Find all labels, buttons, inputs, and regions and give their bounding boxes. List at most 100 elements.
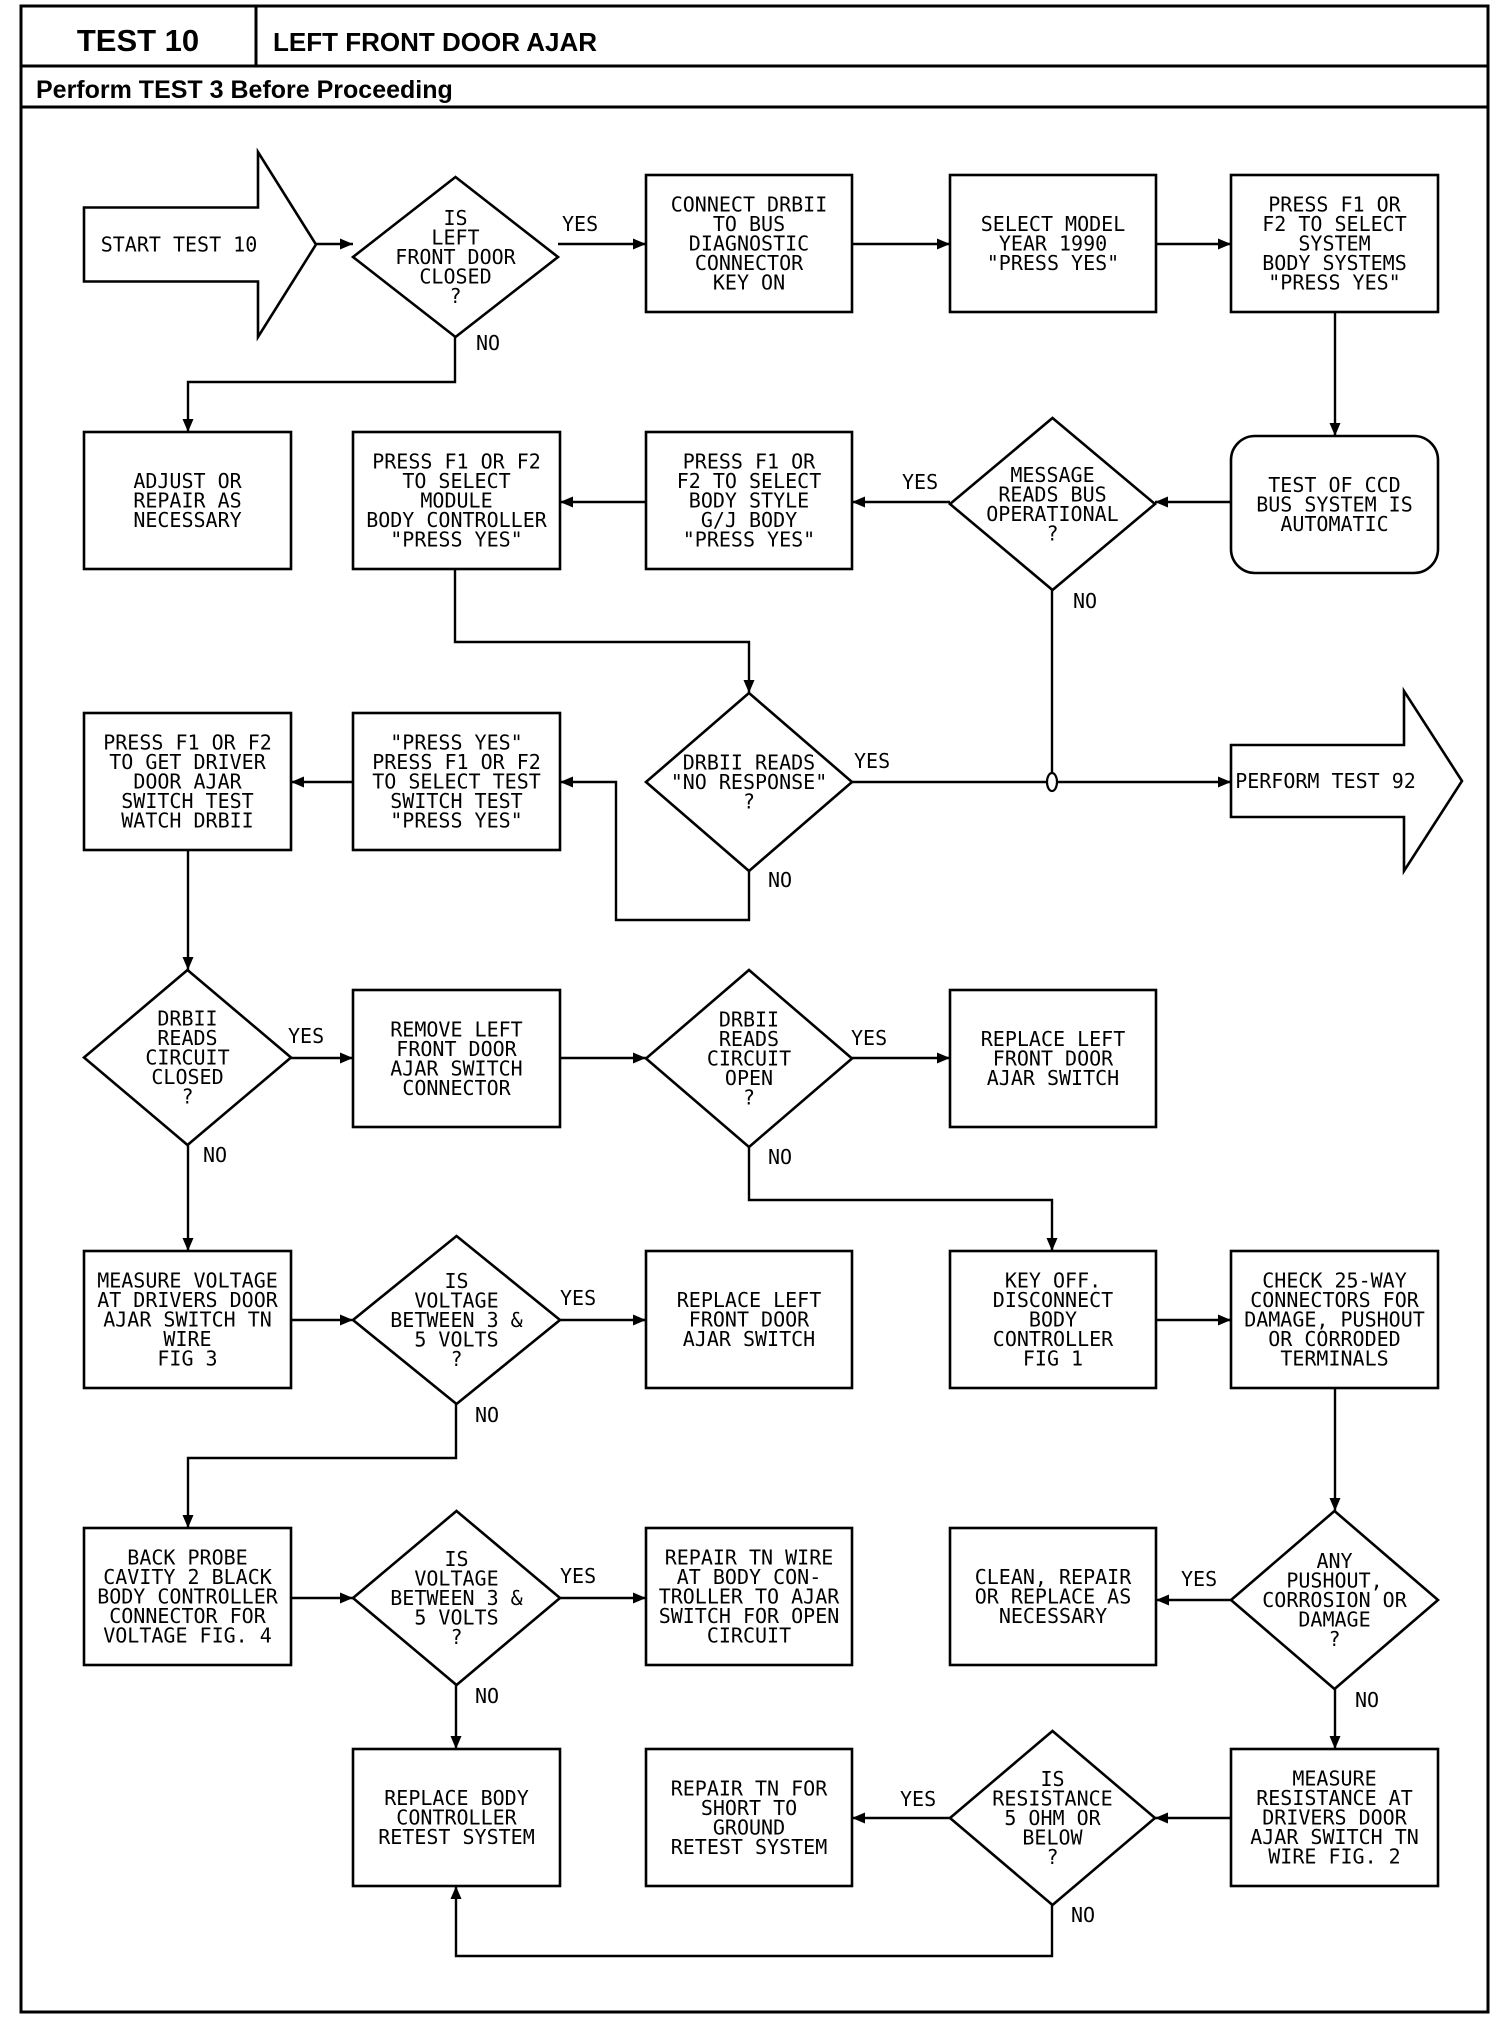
node-text: IS (444, 1269, 468, 1293)
decision-diamond (81, 968, 294, 1147)
node-text: "PRESS YES" (987, 251, 1119, 275)
node-text: "PRESS YES" (390, 731, 522, 755)
node-text: VOLTAGE FIG. 4 (103, 1624, 272, 1648)
node-text: VOLTAGE (414, 1567, 498, 1591)
node-text: CIRCUIT (145, 1046, 229, 1070)
decision-diamond (644, 691, 854, 873)
node-text: ? (743, 790, 755, 814)
branch-label-no: NO (476, 331, 500, 355)
process-box (644, 1747, 854, 1888)
node-text: FRONT DOOR (993, 1047, 1114, 1071)
node-text: TO GET DRIVER (109, 750, 266, 774)
arrowhead (340, 238, 353, 250)
node-text: BODY (1029, 1308, 1077, 1332)
node-text: LEFT (431, 226, 479, 250)
branch-label-no: NO (475, 1684, 499, 1708)
node-text: REPLACE LEFT (677, 1288, 822, 1312)
node-text: START TEST 10 (101, 233, 258, 257)
node-text: READS BUS (998, 482, 1106, 506)
node-text: BODY SYSTEMS (1262, 251, 1407, 275)
node-text: REPAIR AS (133, 489, 241, 513)
arrowhead (1155, 496, 1168, 508)
arrowhead (182, 1515, 194, 1528)
node-text: AJAR SWITCH (683, 1327, 815, 1351)
branch-label-no: NO (1355, 1688, 1379, 1712)
node-text: MESSAGE (1010, 463, 1094, 487)
arrowhead (852, 1812, 865, 1824)
node-text: DRIVERS DOOR (1262, 1806, 1407, 1830)
branch-label-yes: YES (1181, 1567, 1217, 1591)
process-box (82, 711, 293, 852)
node-text: CONTROLLER (993, 1327, 1114, 1351)
page-title: LEFT FRONT DOOR AJAR (273, 27, 597, 57)
node-text: F2 TO SELECT (1262, 212, 1407, 236)
arrowhead (1329, 423, 1341, 436)
node-text: SWITCH FOR OPEN (659, 1604, 840, 1628)
node-text: BODY CONTROLLER (97, 1585, 279, 1609)
process-box (948, 1526, 1158, 1667)
node-text: SWITCH TEST (121, 789, 253, 813)
node-text: OPERATIONAL (986, 502, 1118, 526)
node-text: CIRCUIT (707, 1624, 791, 1648)
node-text: FIG 1 (1023, 1347, 1083, 1371)
arrowhead (633, 1052, 646, 1064)
node-text: PRESS F1 OR (683, 450, 816, 474)
arrowhead (560, 496, 573, 508)
node-text: READS (719, 1027, 779, 1051)
node-text: REPLACE LEFT (981, 1027, 1126, 1051)
node-text: 5 VOLTS (414, 1606, 498, 1630)
process-box (644, 1526, 854, 1667)
node-text: BETWEEN 3 & (390, 1586, 522, 1610)
node-text: CORROSION OR (1262, 1588, 1407, 1612)
node-text: MODULE (420, 489, 492, 513)
arrowhead (633, 1314, 646, 1326)
node-text: REPAIR TN FOR (671, 1776, 828, 1800)
node-text: FRONT DOOR (689, 1308, 810, 1332)
node-text: "PRESS YES" (390, 528, 522, 552)
node-text: IS (443, 206, 467, 230)
node-text: CIRCUIT (707, 1047, 791, 1071)
node-text: TROLLER TO AJAR (659, 1585, 841, 1609)
node-text: AJAR SWITCH TN (103, 1308, 272, 1332)
node-text: SYSTEM (1298, 232, 1370, 256)
node-text: BUS SYSTEM IS (1256, 493, 1413, 517)
node-text: AJAR SWITCH TN (1250, 1825, 1419, 1849)
process-box (351, 1747, 562, 1888)
node-text: BETWEEN 3 & (390, 1308, 522, 1332)
node-text: BODY CONTROLLER (366, 508, 548, 532)
arrowhead (560, 776, 573, 788)
node-text: PRESS F1 OR F2 (372, 750, 541, 774)
node-text: AT DRIVERS DOOR (97, 1288, 279, 1312)
node-text: CLOSED (151, 1065, 223, 1089)
arrowhead (1218, 1314, 1231, 1326)
node-text: RESISTANCE AT (1256, 1786, 1413, 1810)
branch-label-yes: YES (854, 749, 890, 773)
node-text: KEY ON (713, 271, 785, 295)
node-text: ? (1046, 1845, 1058, 1869)
decision-diamond (947, 1729, 1158, 1907)
branch-label-yes: YES (560, 1564, 596, 1588)
arrowhead (633, 238, 646, 250)
node-text: ADJUST OR (133, 469, 242, 493)
decision-diamond (947, 416, 1158, 592)
process-box (351, 430, 562, 571)
node-text: DAMAGE (1298, 1608, 1370, 1632)
node-text: YEAR 1990 (999, 232, 1107, 256)
node-text: CAVITY 2 BLACK (103, 1565, 272, 1589)
branch-label-no: NO (1071, 1903, 1095, 1927)
connectors (182, 238, 1341, 1958)
node-text: BELOW (1022, 1826, 1083, 1850)
